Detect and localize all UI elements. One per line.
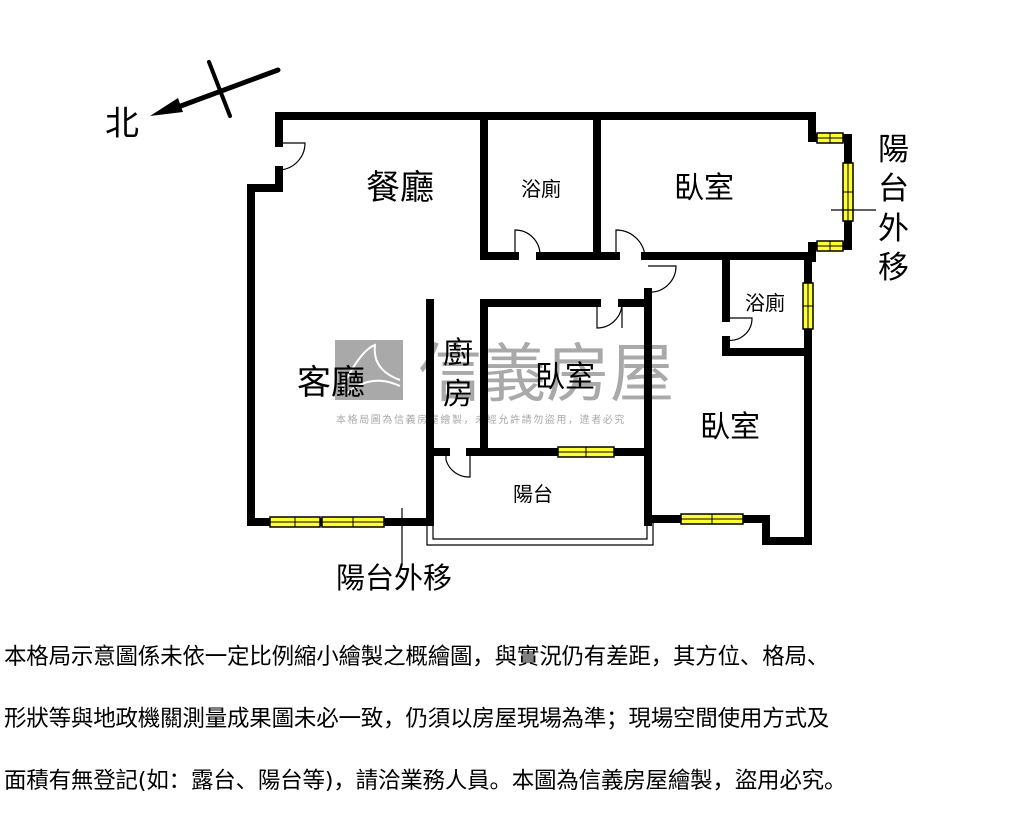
disclaimer-line-3: 面積有無登記(如：露台、陽台等)，請洽業務人員。本圖為信義房屋繪製，盜用必究。 [4, 768, 847, 794]
room-label-bedroom-top: 臥室 [674, 171, 734, 206]
room-label-dining: 餐廳 [366, 168, 434, 208]
balcony-railing [426, 522, 654, 546]
door-entrance [278, 142, 306, 171]
annotation-leaders [401, 209, 876, 565]
watermark: 信義房屋 本格局圖為信義房屋繪製，未經允許請勿盜用，違者必究 [335, 338, 674, 426]
walls [247, 112, 852, 545]
room-label-kitchen-2: 房 [443, 377, 473, 412]
floor-plan: 信義房屋 本格局圖為信義房屋繪製，未經允許請勿盜用，違者必究 北 [105, 60, 909, 595]
compass-label: 北 [105, 104, 139, 144]
annotation-balcony-moved-bottom: 陽台外移 [336, 561, 452, 595]
door-bath-right [725, 317, 753, 341]
room-label-kitchen-1: 廚 [443, 336, 473, 371]
door-bath-top [514, 229, 541, 257]
watermark-brand: 信義房屋 [418, 338, 674, 412]
door-corridor [647, 265, 677, 293]
doors [278, 142, 753, 478]
annotation-balcony-moved-right-2: 台 [878, 171, 909, 207]
door-bedroom-middle [596, 302, 623, 329]
room-label-bath-top: 浴廁 [521, 177, 561, 201]
disclaimer: 本格局示意圖係未依一定比例縮小繪製之概繪圖，與實況仍有差距，其方位、格局、 形狀… [4, 611, 1024, 828]
room-label-balcony: 陽台 [513, 482, 553, 506]
watermark-logo-icon [335, 340, 403, 400]
door-balcony [445, 452, 471, 478]
annotation-balcony-moved-right-1: 陽 [878, 132, 909, 168]
north-arrow-icon [150, 60, 281, 118]
room-label-bath-right: 浴廁 [745, 291, 785, 315]
door-bedroom-top [615, 229, 646, 257]
room-label-living: 客廳 [297, 363, 365, 403]
annotation-balcony-moved-right-4: 移 [878, 250, 909, 286]
windows [269, 132, 854, 528]
disclaimer-line-1: 本格局示意圖係未依一定比例縮小繪製之概繪圖，與實況仍有差距，其方位、格局、 [4, 644, 830, 670]
room-label-bedroom-middle: 臥室 [535, 360, 595, 395]
room-label-bedroom-right: 臥室 [700, 410, 760, 445]
annotation-balcony-moved-right-3: 外 [878, 211, 909, 247]
disclaimer-line-2: 形狀等與地政機關測量成果圖未必一致，仍須以房屋現場為準；現場空間使用方式及 [4, 706, 830, 732]
